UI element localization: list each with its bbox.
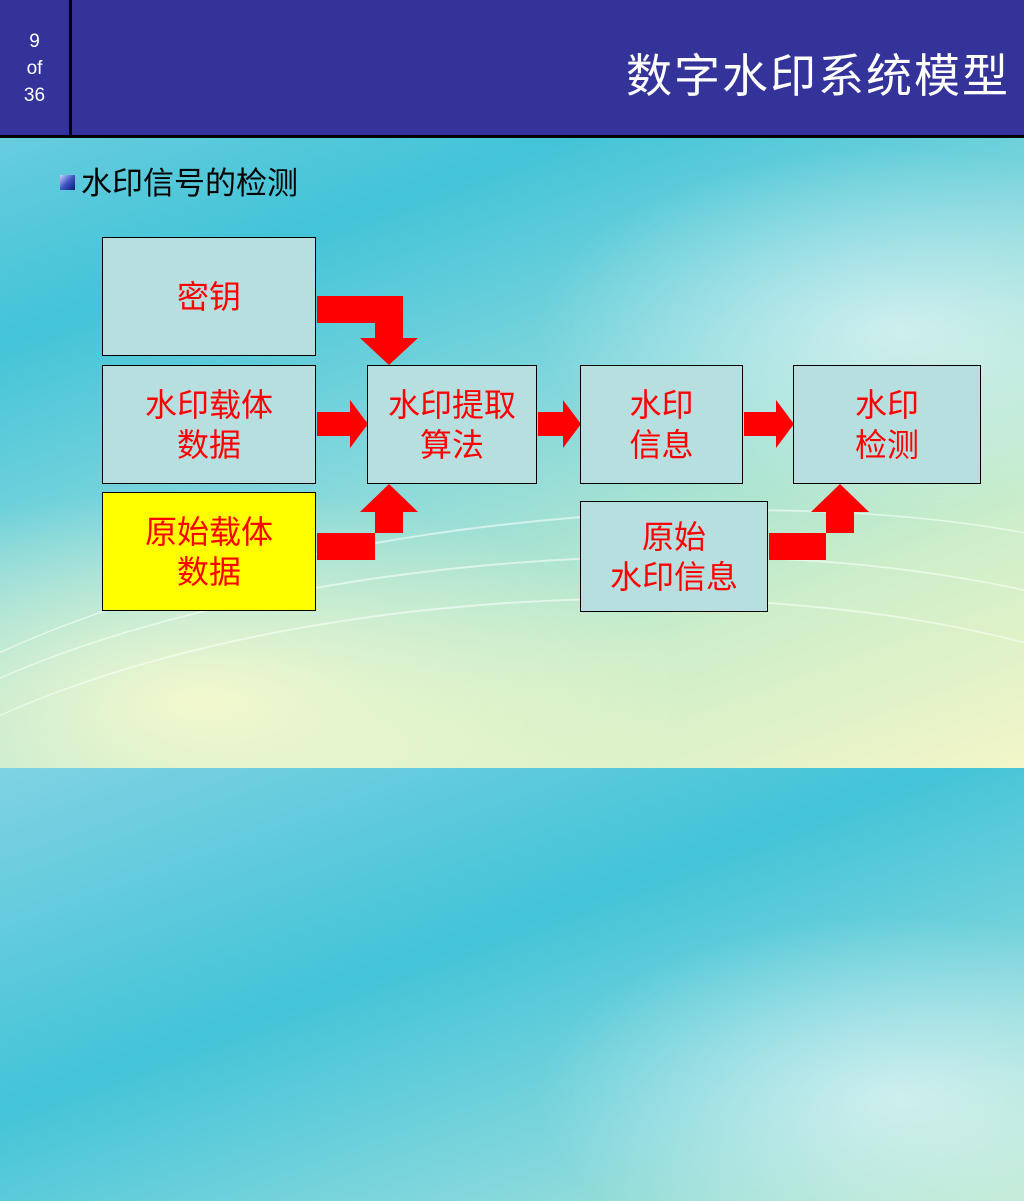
diagram-arrows [317,296,869,560]
node-carrier-line-1: 水印载体 [144,385,273,424]
node-original-carrier-line-2: 数据 [176,552,241,591]
slide-header: 9 of 36 数字水印系统模型 [0,0,1024,138]
node-original-carrier-data: 原始载体 数据 [102,492,316,611]
node-watermark-detection: 水印 检测 [793,365,981,484]
node-watermark-info-line-2: 信息 [629,425,694,464]
page-number: 9 of 36 [0,0,72,138]
page-of: of [26,58,43,79]
slide-title: 数字水印系统模型 [626,49,1010,103]
page-total: 36 [23,85,46,106]
bullet-text: 水印信号的检测 [81,166,298,202]
arrow-original-carrier-to-extraction [317,484,418,560]
arrow-info-to-detection [744,400,794,448]
node-watermark-info-line-1: 水印 [629,385,694,424]
node-original-watermark-line-2: 水印信息 [609,557,738,596]
node-original-watermark-line-1: 原始 [641,517,706,556]
node-key-line-1: 密钥 [176,277,241,316]
arrow-extraction-to-watermark-info [538,400,581,448]
node-detection-line-1: 水印 [854,385,919,424]
node-detection-line-2: 检测 [854,425,919,464]
node-original-carrier-line-1: 原始载体 [144,512,273,551]
node-carrier-line-2: 数据 [176,425,241,464]
arrow-carrier-to-extraction [317,400,368,448]
arrow-key-to-extraction [317,296,418,365]
arrow-original-watermark-to-detection [769,484,869,560]
bullet-item: 水印信号的检测 [60,158,298,203]
node-extraction-line-1: 水印提取 [387,385,516,424]
node-original-watermark-info: 原始 水印信息 [580,501,768,612]
square-bullet-icon [60,175,75,190]
node-extraction-line-2: 算法 [419,425,484,464]
node-extraction-algorithm: 水印提取 算法 [367,365,537,484]
node-carrier-data: 水印载体 数据 [102,365,316,484]
node-watermark-info: 水印 信息 [580,365,743,484]
node-key: 密钥 [102,237,316,356]
page-current: 9 [29,31,40,52]
